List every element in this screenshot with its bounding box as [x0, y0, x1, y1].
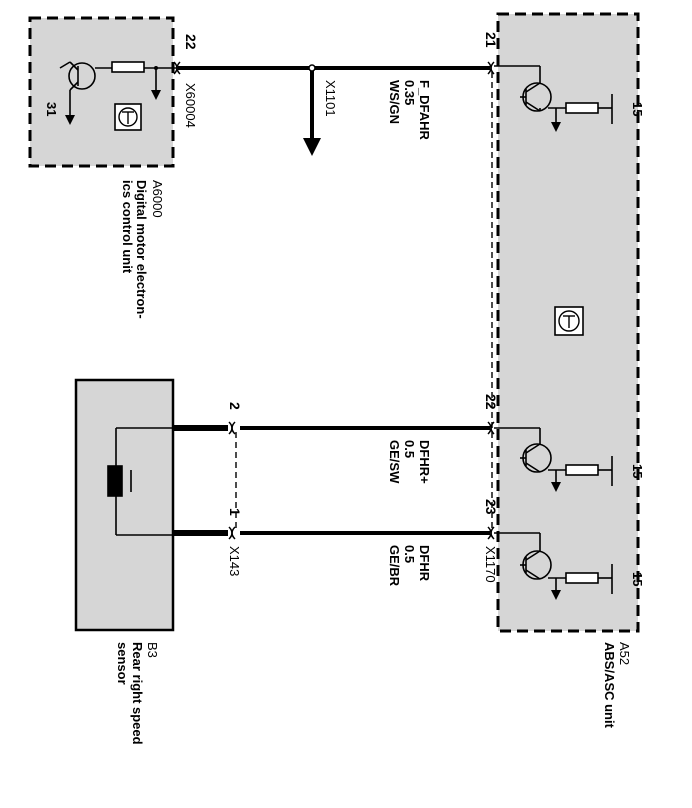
abs-box — [496, 12, 640, 633]
wire-2-gauge: 0.5 — [402, 440, 417, 458]
ecu-module: 31 — [28, 16, 178, 168]
splice-arrow-icon — [303, 138, 321, 156]
wires — [173, 66, 493, 536]
ecu-ground-arrow-icon — [151, 90, 161, 100]
abs-ground-arrow-low-icon — [551, 590, 561, 600]
sensor-id-label: B3 — [145, 642, 160, 658]
ecu-connector-label: X60004 — [183, 83, 198, 128]
abs-ground-arrow-mid-icon — [551, 482, 561, 492]
ecu-id-label: A6000 — [150, 180, 165, 218]
ecu-ground-arrow-icon-2 — [65, 115, 75, 125]
abs-connector-label: X1170 — [483, 546, 498, 583]
sensor-pin-b-label: 1 — [227, 508, 243, 516]
connector-pins — [173, 61, 495, 540]
abs-pin-low-label: 23 — [483, 499, 499, 515]
ecu-pin-label: 22 — [183, 34, 199, 50]
wire-2-color: GE/SW — [387, 440, 402, 484]
abs-transistor-top-icon — [494, 65, 613, 124]
ecu-node-dot — [154, 66, 158, 70]
sensor-name-line1: Rear right speed — [130, 642, 145, 745]
ecu-box — [28, 16, 175, 168]
wire-1-signal: F_DFAHR — [417, 80, 432, 141]
wire-2-signal: DFHR+ — [417, 440, 432, 484]
ecu-transistor-icon — [59, 61, 178, 115]
sensor-pin-a-label: 2 — [227, 402, 243, 410]
ecu-name-line1: Digital motor electron- — [134, 180, 149, 319]
sensor-connector-label: X143 — [227, 546, 242, 576]
abs-supply-top: 15 — [630, 102, 645, 116]
ecu-ground-pin-label: 31 — [44, 102, 59, 116]
sensor-module — [74, 378, 175, 632]
abs-transistor-low-icon — [494, 532, 613, 594]
wire-1-color: WS/GN — [387, 80, 402, 124]
sensor-name-line2: sensor — [115, 642, 130, 685]
abs-id-label: A52 — [617, 642, 632, 665]
abs-supply-low: 15 — [630, 572, 645, 586]
ecu-name-line2: ics control unit — [120, 180, 135, 274]
wire-3-color: GE/BR — [387, 545, 402, 587]
abs-module — [496, 12, 640, 633]
wire-3-signal: DFHR — [417, 545, 432, 582]
ecu-module-symbol-icon — [114, 103, 142, 131]
abs-ground-arrow-top-icon — [551, 122, 561, 132]
abs-supply-mid: 15 — [630, 464, 645, 478]
abs-name-label: ABS/ASC unit — [602, 642, 617, 729]
splice-label: X1101 — [323, 80, 338, 117]
abs-transistor-mid-icon — [494, 427, 613, 486]
sensor-coil-icon — [107, 427, 173, 536]
abs-module-symbol-icon — [554, 306, 584, 336]
sensor-box — [74, 378, 175, 632]
splice-dot — [308, 64, 316, 72]
abs-pin-mid-label: 22 — [483, 394, 499, 410]
wire-1-gauge: 0.35 — [402, 80, 417, 105]
wire-3-gauge: 0.5 — [402, 545, 417, 563]
abs-pin-top-label: 21 — [483, 32, 499, 48]
